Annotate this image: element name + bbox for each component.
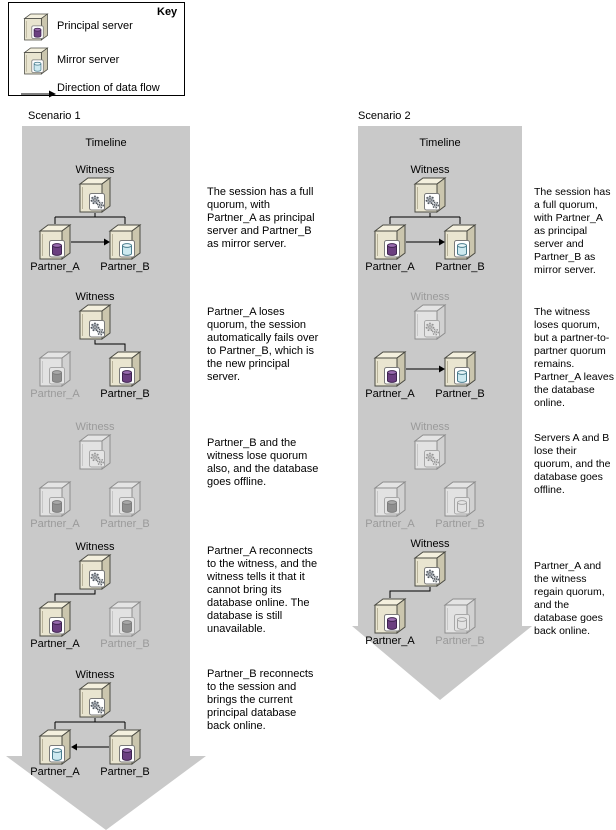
scenario1-stage-3: Witness Partner_A Partner_B	[10, 421, 160, 531]
key-label-mirror: Mirror server	[57, 54, 120, 66]
witness-label: Witness	[410, 421, 450, 433]
partner-a-label: Partner_A	[30, 518, 80, 530]
partner-a-server-icon	[38, 351, 72, 387]
scenario1-stage-4: Witness Partner_A Partner_B	[10, 541, 160, 651]
partner-b-server-icon	[108, 351, 142, 387]
scenario2-stage-4: Witness Partner_A Partner_B	[345, 538, 495, 648]
witness-server-icon	[413, 434, 447, 470]
partner-a-label: Partner_A	[30, 638, 80, 650]
partner-b-label: Partner_B	[100, 638, 150, 650]
partner-b-label: Partner_B	[435, 635, 485, 647]
partner-b-server-icon	[108, 224, 142, 260]
connector-lines	[94, 340, 126, 351]
stage-description: The session has a full quorum, with Part…	[534, 186, 611, 276]
partner-a-server-icon	[38, 601, 72, 637]
partner-b-server-icon	[443, 481, 477, 517]
connector-lines	[389, 587, 431, 598]
scenario2-stage-1: Witness Partner_A Partner_B	[345, 164, 495, 274]
partner-b-label: Partner_B	[100, 388, 150, 400]
scenario1-stage-5: Witness Partner_A Partner_B	[10, 669, 160, 779]
witness-label: Witness	[410, 291, 450, 303]
partner-a-label: Partner_A	[365, 388, 415, 400]
partner-a-label: Partner_A	[365, 261, 415, 273]
partner-b-label: Partner_B	[435, 261, 485, 273]
data-flow-arrow-icon	[21, 86, 57, 104]
partner-a-server-icon	[373, 481, 407, 517]
scenario1-timeline-label: Timeline	[85, 137, 127, 149]
partner-b-server-icon	[108, 601, 142, 637]
key-legend: Key Principal server Mirror server Direc…	[8, 2, 185, 98]
witness-server-icon	[78, 434, 112, 470]
stage-description: Partner_B and the witness lose quorum al…	[207, 437, 319, 488]
scenario2-stage-3: Witness Partner_A Partner_B	[345, 421, 495, 531]
scenario2-timeline-label: Timeline	[419, 137, 461, 149]
scenario2-title: Scenario 2	[358, 110, 411, 122]
scenario1-stage-2: Witness Partner_A Partner_B	[10, 291, 160, 401]
partner-b-label: Partner_B	[100, 518, 150, 530]
witness-label: Witness	[75, 291, 115, 303]
witness-label: Witness	[410, 164, 450, 176]
key-title: Key	[157, 6, 178, 18]
scenario2-stage-2: Witness Partner_A Partner_B	[345, 291, 495, 401]
connector-lines	[406, 365, 445, 373]
witness-label: Witness	[75, 421, 115, 433]
partner-b-server-icon	[108, 729, 142, 765]
partner-b-server-icon	[443, 351, 477, 387]
connector-lines	[54, 213, 126, 246]
scenario2-timeline-arrow	[352, 126, 532, 700]
partner-b-server-icon	[443, 598, 477, 634]
partner-a-server-icon	[38, 224, 72, 260]
partner-a-label: Partner_A	[30, 388, 80, 400]
connector-lines	[54, 590, 96, 601]
principal-server-icon	[23, 13, 49, 46]
witness-label: Witness	[410, 538, 450, 550]
scenario1-title: Scenario 1	[28, 110, 81, 122]
mirror-server-icon	[23, 47, 49, 80]
partner-b-label: Partner_B	[435, 388, 485, 400]
key-label-dataflow: Direction of data flow	[57, 82, 160, 94]
partner-a-server-icon	[38, 481, 72, 517]
witness-label: Witness	[75, 164, 115, 176]
stage-description: Servers A and B lose their quorum, and t…	[534, 432, 611, 496]
stage-description: The session has a full quorum, with Part…	[207, 186, 315, 250]
partner-b-label: Partner_B	[435, 518, 485, 530]
partner-a-label: Partner_A	[365, 635, 415, 647]
stage-description: Partner_A and the witness regain quorum,…	[534, 560, 605, 637]
partner-a-label: Partner_A	[30, 766, 80, 778]
stage-description: Partner_A reconnects to the witness, and…	[207, 545, 318, 635]
key-label-principal: Principal server	[57, 20, 133, 32]
partner-b-server-icon	[443, 224, 477, 260]
scenario1-timeline-arrow	[6, 126, 206, 830]
partner-a-label: Partner_A	[365, 518, 415, 530]
connector-lines	[389, 213, 461, 246]
stage-description: Partner_A loses quorum, the session auto…	[207, 306, 319, 383]
witness-label: Witness	[75, 669, 115, 681]
witness-label: Witness	[75, 541, 115, 553]
partner-b-label: Partner_B	[100, 766, 150, 778]
partner-b-server-icon	[108, 481, 142, 517]
partner-a-server-icon	[373, 351, 407, 387]
partner-a-server-icon	[38, 729, 72, 765]
partner-a-server-icon	[373, 598, 407, 634]
partner-a-label: Partner_A	[30, 261, 80, 273]
stage-description: Partner_B reconnects to the session and …	[207, 668, 314, 732]
partner-b-label: Partner_B	[100, 261, 150, 273]
scenario1-stage-1: Witness Partner_A Partner_B	[10, 164, 160, 274]
partner-a-server-icon	[373, 224, 407, 260]
connector-lines	[54, 718, 126, 751]
stage-description: The witness loses quorum, but a partner-…	[534, 306, 614, 409]
